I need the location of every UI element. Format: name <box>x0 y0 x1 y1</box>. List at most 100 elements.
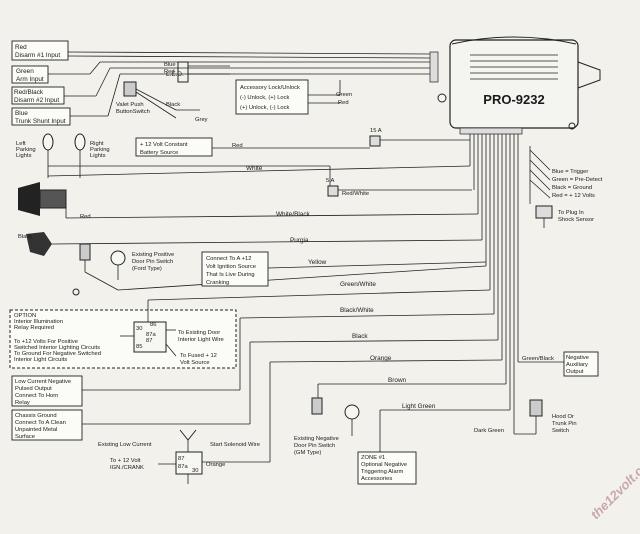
svg-text:87a: 87a <box>146 332 156 338</box>
svg-text:86: 86 <box>150 322 156 328</box>
svg-text:Black: Black <box>166 102 180 108</box>
wire-label-green-white: Green/White <box>340 281 376 288</box>
svg-text:Accessories: Accessories <box>361 476 392 482</box>
svg-text:Accessory Lock/Unlock: Accessory Lock/Unlock <box>240 85 300 91</box>
svg-text:Green: Green <box>16 68 34 75</box>
svg-text:Connect To Horn: Connect To Horn <box>15 393 58 399</box>
svg-text:Red: Red <box>80 214 91 220</box>
input-wires <box>48 51 431 117</box>
wire-label-white: White <box>246 165 263 172</box>
svg-text:Green: Green <box>336 92 352 98</box>
svg-text:Connect To A Clean: Connect To A Clean <box>15 420 66 426</box>
svg-text:Shock Sensor: Shock Sensor <box>558 217 594 223</box>
hood-pin: Dark Green Hood Or Trunk Pin Switch <box>474 399 577 435</box>
svg-text:To + 12 Volt: To + 12 Volt <box>110 458 141 464</box>
svg-text:Red: Red <box>232 143 243 149</box>
svg-text:Chassis Ground: Chassis Ground <box>15 413 57 419</box>
svg-text:Right: Right <box>90 141 104 147</box>
wire-label-light-green: Light Green <box>402 403 436 410</box>
svg-text:Low Current Negative: Low Current Negative <box>15 379 71 385</box>
svg-text:ZONE #1: ZONE #1 <box>361 455 385 461</box>
battery-source: + 12 Volt Constant Battery Source Red 15… <box>135 128 472 197</box>
wire-label-orange: Orange <box>370 355 392 362</box>
svg-text:Red: Red <box>338 100 349 106</box>
svg-text:Optional Negative: Optional Negative <box>361 462 407 468</box>
svg-text:Switched Interior Lighting Cir: Switched Interior Lighting Circuits <box>14 345 100 351</box>
svg-text:Disarm #1 Input: Disarm #1 Input <box>15 52 60 59</box>
valet-switch: Valet Push ButtonSwitch Black Grey <box>116 81 208 123</box>
svg-text:Black = Ground: Black = Ground <box>552 185 592 191</box>
svg-text:Lights: Lights <box>90 153 106 159</box>
aux-output: Negative Auxiliary Output Green/Black <box>518 351 599 377</box>
svg-text:Trunk Pin: Trunk Pin <box>552 421 577 427</box>
box-arm-input: Green Arm Input <box>11 65 49 84</box>
svg-text:87: 87 <box>146 338 152 344</box>
svg-text:Arm Input: Arm Input <box>16 76 44 83</box>
svg-text:Trunk Shunt Input: Trunk Shunt Input <box>15 118 66 125</box>
svg-text:Start Solenoid Wire: Start Solenoid Wire <box>210 442 260 448</box>
box-disarm1: Red Disarm #1 Input <box>11 40 69 61</box>
siren: Red White/Black <box>18 182 479 220</box>
wire-label-purple: Purgia <box>290 237 309 244</box>
svg-text:Cranking: Cranking <box>206 280 229 286</box>
svg-text:Surface: Surface <box>15 434 35 440</box>
svg-text:IGN./CRANK: IGN./CRANK <box>110 465 144 471</box>
svg-text:Relay: Relay <box>15 400 30 406</box>
svg-text:Red = + 12 Volts: Red = + 12 Volts <box>552 193 595 199</box>
svg-text:Existing Positive: Existing Positive <box>132 252 174 258</box>
module-model: PRO-9232 <box>483 92 544 107</box>
svg-text:Interior Light Wire: Interior Light Wire <box>178 337 224 343</box>
wire-label-white-black: White/Black <box>276 211 311 218</box>
svg-text:(Ford Type): (Ford Type) <box>132 266 162 272</box>
svg-text:(-) Unlock, (+) Lock: (-) Unlock, (+) Lock <box>240 95 290 101</box>
svg-text:+ 12 Volt Constant: + 12 Volt Constant <box>140 142 188 148</box>
svg-text:Black: Black <box>18 234 32 240</box>
door-pin-positive: Existing Positive Door Pin Switch (Ford … <box>72 243 487 296</box>
svg-text:15 A: 15 A <box>370 128 382 134</box>
ground-lug: Black Purgia <box>18 232 483 256</box>
svg-text:Door Pin Switch: Door Pin Switch <box>294 443 335 449</box>
svg-text:Hood Or: Hood Or <box>552 414 574 420</box>
svg-text:ButtonSwitch: ButtonSwitch <box>116 109 150 115</box>
zone1: Light Green ZONE #1 Optional Negative Tr… <box>357 403 510 485</box>
svg-text:Switch: Switch <box>552 428 569 434</box>
svg-text:(GM Type): (GM Type) <box>294 450 321 456</box>
svg-text:Blue: Blue <box>15 110 28 117</box>
control-module: PRO-9232 <box>429 36 601 135</box>
svg-text:Relay Required: Relay Required <box>14 325 54 331</box>
svg-text:To Fused + 12: To Fused + 12 <box>180 353 217 359</box>
svg-text:87a: 87a <box>178 464 188 470</box>
svg-text:Negative: Negative <box>566 355 589 361</box>
svg-text:Unpainted Metal: Unpainted Metal <box>15 427 57 433</box>
module-wires <box>469 134 519 434</box>
box-trunk-shunt: Blue Trunk Shunt Input <box>11 107 71 126</box>
svg-text:Red: Red <box>15 44 27 51</box>
svg-text:Auxiliary: Auxiliary <box>566 362 588 368</box>
svg-text:Pulsed Output: Pulsed Output <box>15 386 52 392</box>
horn-output-box: Low Current Negative Pulsed Output Conne… <box>11 313 495 407</box>
svg-text:85: 85 <box>136 344 142 350</box>
wire-label-yellow: Yellow <box>308 259 327 266</box>
svg-text:Blue: Blue <box>164 62 176 68</box>
svg-text:Parking: Parking <box>16 147 36 153</box>
door-pin-negative: Brown Existing Negative Door Pin Switch … <box>294 377 506 456</box>
svg-text:(+) Unlock, (-) Lock: (+) Unlock, (-) Lock <box>240 105 290 111</box>
svg-text:OPTION: OPTION <box>14 313 36 319</box>
wire-label-green-black: Green/Black <box>522 356 554 362</box>
svg-text:87: 87 <box>178 456 184 462</box>
svg-text:Red/Black: Red/Black <box>14 89 44 96</box>
svg-text:Red: Red <box>164 69 175 75</box>
svg-text:To Plug In: To Plug In <box>558 210 584 216</box>
led: L.E.D. Blue Red <box>164 61 230 83</box>
svg-text:To +12 Volts For Positive: To +12 Volts For Positive <box>14 339 78 345</box>
svg-text:Lights: Lights <box>16 153 32 159</box>
svg-text:Interior Light Circuits: Interior Light Circuits <box>14 357 67 363</box>
wire-label-dark-green: Dark Green <box>474 428 504 434</box>
parking-lights: Left Parking Lights Right Parking Lights <box>16 133 330 178</box>
svg-text:Existing Negative: Existing Negative <box>294 436 339 442</box>
svg-text:Blue = Trigger: Blue = Trigger <box>552 169 588 175</box>
svg-text:5 A: 5 A <box>326 178 335 184</box>
svg-text:Battery Source: Battery Source <box>140 150 178 156</box>
svg-text:L.E.D.: L.E.D. <box>166 71 184 78</box>
